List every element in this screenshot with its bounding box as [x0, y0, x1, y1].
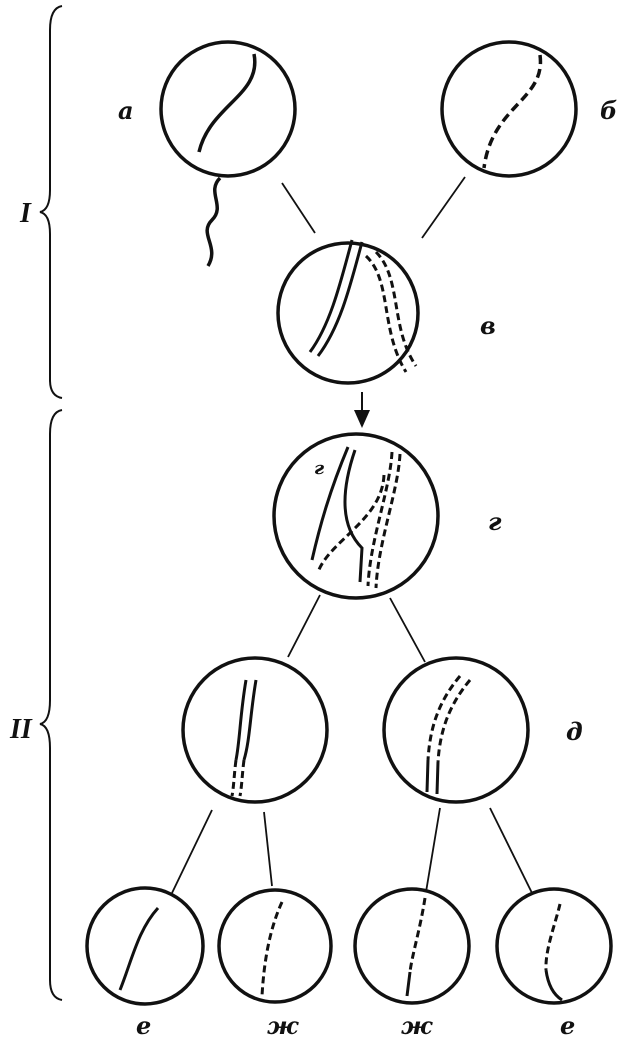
- label-b: б: [600, 96, 617, 125]
- connector-b-v: [421, 176, 466, 239]
- label-e-left: е: [136, 1011, 151, 1040]
- label-g: г: [488, 507, 502, 536]
- cell-d-left: [181, 656, 329, 804]
- cell-e-left: [85, 886, 205, 1006]
- cell-a: [159, 40, 297, 267]
- connector-a-v: [281, 182, 316, 234]
- label-g-inner: г: [314, 458, 324, 479]
- cell-zh-right: [353, 887, 471, 1005]
- cell-v: [276, 239, 420, 385]
- connector-g-right: [389, 597, 426, 663]
- connector-left-e: [171, 809, 213, 894]
- connector-g-left: [287, 594, 321, 658]
- connector-right-zh: [425, 807, 441, 893]
- cell-e-right: [495, 887, 613, 1005]
- cell-zh-left: [217, 888, 333, 1004]
- cell-b: [440, 40, 578, 178]
- brace-stage-2: [39, 409, 63, 1001]
- label-v: в: [480, 311, 496, 340]
- label-zh-right: ж: [401, 1011, 433, 1040]
- cell-d-right: [382, 656, 530, 804]
- connector-left-zh: [263, 811, 273, 887]
- connector-lines: [171, 176, 533, 894]
- connector-right-e: [489, 807, 533, 894]
- label-e-right: е: [560, 1011, 575, 1040]
- sperm-tail: [205, 176, 222, 267]
- label-d: д: [566, 717, 583, 746]
- label-a: а: [118, 96, 134, 125]
- stage-label-1: I: [19, 198, 32, 229]
- cell-g: [272, 432, 440, 600]
- brace-stage-1: [39, 5, 63, 399]
- chromosome-dashed: [482, 54, 543, 169]
- stage-label-2: II: [9, 714, 33, 745]
- chromosome-solid: [197, 53, 257, 153]
- label-zh-left: ж: [267, 1011, 299, 1040]
